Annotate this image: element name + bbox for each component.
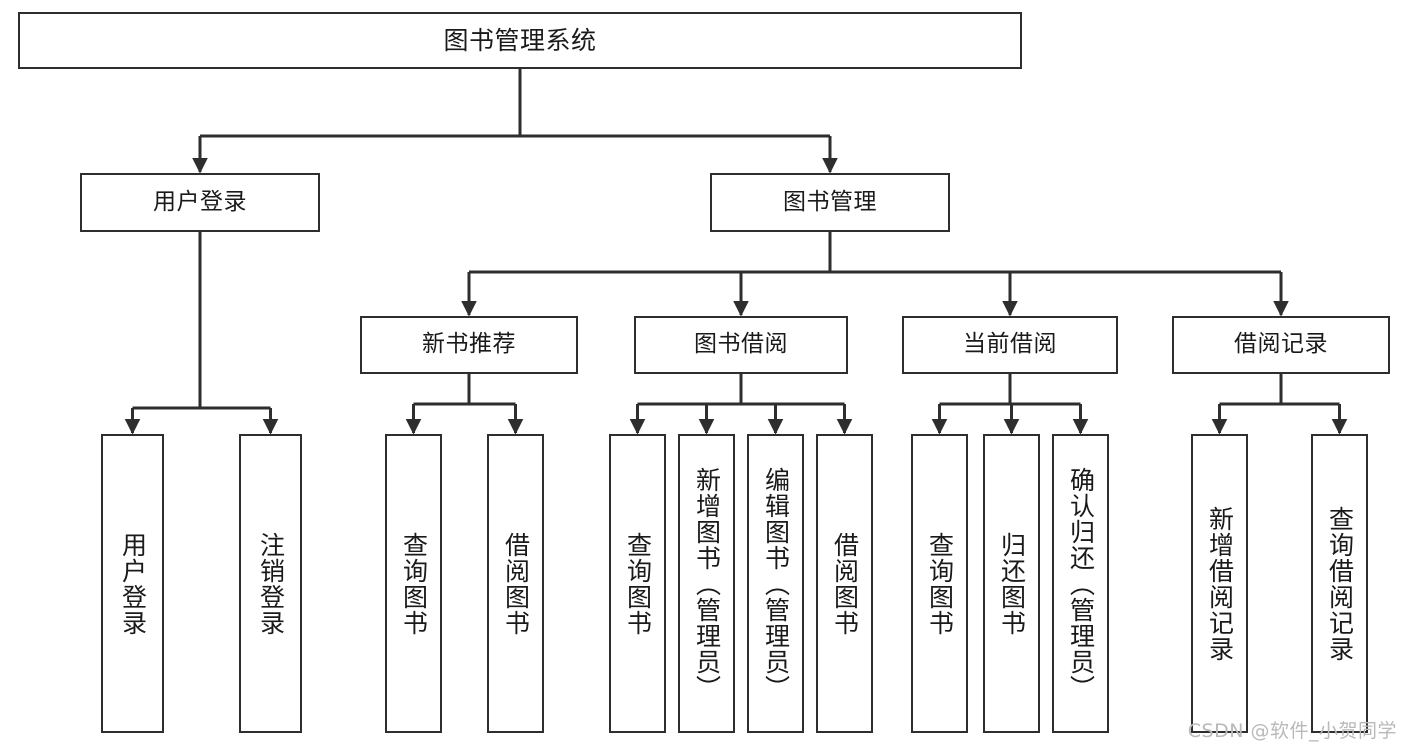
node-leaf-5-label: 新增图书（管理员） — [692, 466, 722, 701]
node-leaf-4[interactable]: 查询图书 — [609, 434, 666, 733]
node-leaf-5[interactable]: 新增图书（管理员） — [678, 434, 735, 733]
node-leaf-9[interactable]: 归还图书 — [983, 434, 1040, 733]
node-level3-2-label: 当前借阅 — [963, 331, 1057, 358]
node-leaf-11-label: 新增借阅记录 — [1205, 505, 1235, 662]
node-leaf-11[interactable]: 新增借阅记录 — [1191, 434, 1248, 733]
node-leaf-8[interactable]: 查询图书 — [911, 434, 968, 733]
node-leaf-3-label: 借阅图书 — [501, 531, 531, 636]
node-leaf-0[interactable]: 用户登录 — [101, 434, 164, 733]
node-leaf-0-label: 用户登录 — [118, 531, 148, 636]
node-level3-3[interactable]: 借阅记录 — [1172, 316, 1390, 374]
node-level3-0[interactable]: 新书推荐 — [360, 316, 578, 374]
node-leaf-12[interactable]: 查询借阅记录 — [1311, 434, 1368, 733]
node-leaf-2-label: 查询图书 — [399, 531, 429, 636]
node-leaf-2[interactable]: 查询图书 — [385, 434, 442, 733]
node-level3-2[interactable]: 当前借阅 — [902, 316, 1118, 374]
node-leaf-6-label: 编辑图书（管理员） — [761, 466, 791, 701]
node-leaf-1-label: 注销登录 — [256, 531, 286, 636]
node-level3-1[interactable]: 图书借阅 — [634, 316, 848, 374]
node-level2-0[interactable]: 用户登录 — [80, 173, 320, 232]
node-level2-1-label: 图书管理 — [783, 188, 877, 215]
node-level3-3-label: 借阅记录 — [1234, 331, 1328, 358]
node-root-system[interactable]: 图书管理系统 — [18, 12, 1022, 69]
node-leaf-8-label: 查询图书 — [925, 531, 955, 636]
node-leaf-9-label: 归还图书 — [997, 531, 1027, 636]
node-leaf-10[interactable]: 确认归还（管理员） — [1052, 434, 1109, 733]
node-level2-0-label: 用户登录 — [153, 188, 247, 215]
node-leaf-1[interactable]: 注销登录 — [239, 434, 302, 733]
node-leaf-7[interactable]: 借阅图书 — [816, 434, 873, 733]
node-level3-0-label: 新书推荐 — [422, 331, 516, 358]
node-level2-1[interactable]: 图书管理 — [710, 173, 950, 232]
node-level3-1-label: 图书借阅 — [694, 331, 788, 358]
node-leaf-12-label: 查询借阅记录 — [1325, 505, 1355, 662]
node-leaf-6[interactable]: 编辑图书（管理员） — [747, 434, 804, 733]
node-leaf-4-label: 查询图书 — [623, 531, 653, 636]
node-leaf-7-label: 借阅图书 — [830, 531, 860, 636]
node-root-system-label: 图书管理系统 — [443, 25, 597, 55]
node-leaf-3[interactable]: 借阅图书 — [487, 434, 544, 733]
node-leaf-10-label: 确认归还（管理员） — [1066, 466, 1096, 701]
